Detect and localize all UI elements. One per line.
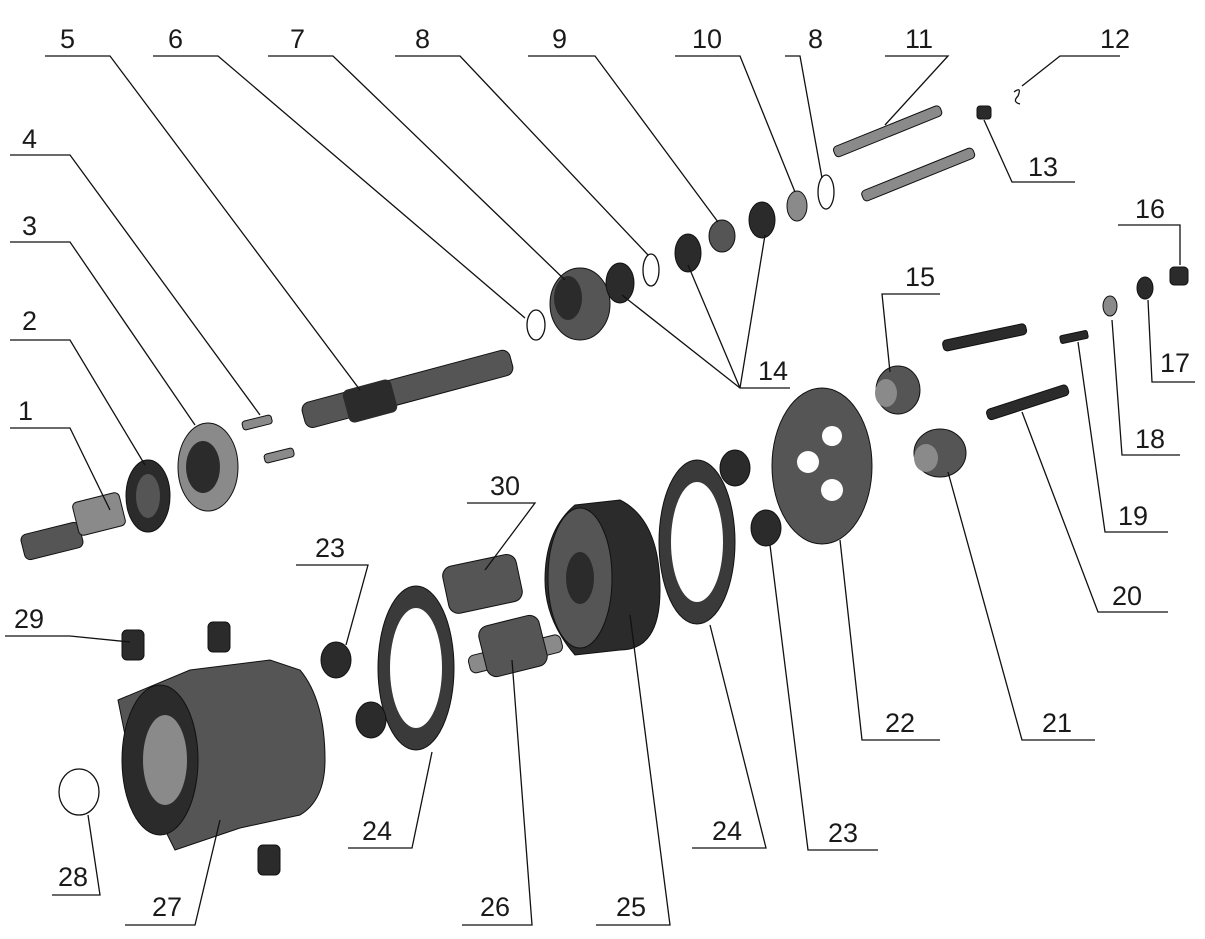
part-nut-17 xyxy=(1136,276,1154,300)
part-housing xyxy=(117,659,326,851)
callout-9: 9 xyxy=(552,24,567,54)
callout-12: 12 xyxy=(1100,24,1130,54)
callout-23-left: 23 xyxy=(315,533,345,563)
callout-2: 2 xyxy=(22,306,37,336)
part-main-shaft xyxy=(301,349,514,428)
part-dowel-20 xyxy=(986,384,1070,421)
callout-15: 15 xyxy=(905,262,935,292)
part-bushing-23-lower-right xyxy=(750,509,782,547)
part-gear-body xyxy=(544,499,661,656)
callout-24-right: 24 xyxy=(712,816,742,846)
part-bushing-23-upper-right xyxy=(719,449,751,487)
part-oring-28 xyxy=(58,768,100,816)
part-seal-14c xyxy=(748,201,776,239)
part-pin-lower xyxy=(263,447,295,464)
callout-8-right: 8 xyxy=(808,24,823,54)
part-bearing xyxy=(125,459,171,533)
callout-18: 18 xyxy=(1135,424,1165,454)
part-drive-shaft xyxy=(20,492,126,561)
callout-21: 21 xyxy=(1042,708,1072,738)
callout-5: 5 xyxy=(60,24,75,54)
part-key-19 xyxy=(1059,330,1089,344)
callout-16: 16 xyxy=(1135,194,1165,224)
callout-14: 14 xyxy=(758,356,788,386)
callout-13: 13 xyxy=(1028,152,1058,182)
callout-1: 1 xyxy=(18,396,33,426)
part-gasket-left xyxy=(377,585,455,751)
leader-lines xyxy=(5,55,1195,926)
callout-25: 25 xyxy=(616,892,646,922)
part-seal-14a xyxy=(605,262,635,304)
part-stud-lower xyxy=(861,147,976,202)
callout-7: 7 xyxy=(290,24,305,54)
part-washer xyxy=(786,190,808,222)
part-dowel-top xyxy=(942,323,1028,352)
part-end-plate xyxy=(771,387,873,545)
part-snap-ring-8b xyxy=(817,174,835,210)
callout-3: 3 xyxy=(22,211,37,241)
part-flange xyxy=(177,422,239,512)
callout-22: 22 xyxy=(885,708,915,738)
callout-23-right: 23 xyxy=(828,818,858,848)
part-gear-26 xyxy=(467,614,563,678)
callout-20: 20 xyxy=(1112,581,1142,611)
part-snap-ring-6 xyxy=(526,309,546,341)
callout-24-left: 24 xyxy=(362,816,392,846)
part-snap-ring-8a xyxy=(642,253,660,287)
part-nut-13 xyxy=(976,105,992,120)
part-bush-15 xyxy=(875,365,921,415)
part-nut-16 xyxy=(1169,266,1189,286)
part-washer-18 xyxy=(1102,295,1118,317)
part-gear-30 xyxy=(442,553,523,614)
part-stud-upper xyxy=(832,105,943,158)
callout-27: 27 xyxy=(152,892,182,922)
part-bearing-cage xyxy=(549,267,611,341)
part-fitting-29b xyxy=(207,621,231,653)
part-fitting-29a xyxy=(121,629,145,661)
callout-11: 11 xyxy=(905,24,933,54)
callout-6: 6 xyxy=(168,24,183,54)
part-clip-12 xyxy=(1013,89,1021,105)
callout-labels: 1 2 3 4 5 6 7 8 9 10 8 11 12 13 14 15 16… xyxy=(14,24,1190,922)
callout-30: 30 xyxy=(490,471,520,501)
callout-4: 4 xyxy=(22,124,37,154)
callout-17: 17 xyxy=(1160,348,1190,378)
part-bushing xyxy=(708,219,736,253)
part-pin-upper xyxy=(241,414,273,431)
callout-26: 26 xyxy=(480,892,510,922)
callout-19: 19 xyxy=(1118,501,1148,531)
callout-29: 29 xyxy=(14,604,44,634)
callout-28: 28 xyxy=(58,862,88,892)
part-bush-21 xyxy=(913,428,967,478)
callout-10: 10 xyxy=(692,24,722,54)
part-seal-14b xyxy=(674,233,702,273)
parts-layer xyxy=(20,89,1189,876)
part-fitting-bottom xyxy=(257,844,281,876)
part-gasket-right xyxy=(658,459,736,625)
part-bushing-23-upper-left xyxy=(320,641,352,679)
part-bushing-23-lower-left xyxy=(355,701,387,739)
callout-8-left: 8 xyxy=(415,24,430,54)
